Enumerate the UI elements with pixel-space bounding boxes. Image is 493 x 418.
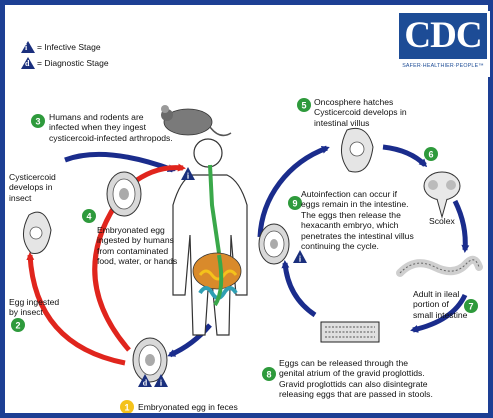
legend-infective-label: = Infective Stage (37, 42, 101, 52)
stage-7-number: 7 (468, 302, 473, 312)
stage-1-text: Embryonated egg in feces (138, 402, 238, 412)
proglottid-icon (321, 322, 379, 342)
legend-diagnostic: d = Diagnostic Stage (21, 57, 109, 69)
cysticercoid-icon (341, 128, 373, 172)
arrow-scolex-to-adult (455, 201, 465, 250)
stage-2-text: Egg ingested by insect (9, 297, 59, 318)
human-body-icon (173, 139, 247, 335)
egg-icon (107, 172, 141, 216)
arrow-proglottid-to-autoinfection (285, 263, 315, 315)
stage-9-text: Autoinfection can occur if eggs remain i… (301, 189, 414, 251)
stage-1-number: 1 (124, 403, 129, 413)
legend-infective: i = Infective Stage (21, 41, 101, 53)
cdc-logo: CDC SAFER·HEALTHIER·PEOPLE™ (396, 11, 490, 77)
stage-9-number: 9 (292, 199, 297, 209)
stage-7-text: Adult in ileal portion of small intestin… (413, 289, 467, 320)
stage-3-text: Humans and rodents are infected when the… (49, 112, 173, 143)
egg-icon (133, 338, 167, 382)
arrow-oncosphere-to-scolex (383, 147, 425, 165)
legend-diagnostic-label: = Diagnostic Stage (37, 58, 109, 68)
stage-4-text: Embryonated egg ingested by humans from … (97, 225, 177, 267)
egg-icon (259, 224, 289, 264)
stage-2-number: 2 (15, 321, 20, 331)
stage-8-number: 8 (266, 370, 271, 380)
stage-6-text: Scolex (429, 216, 455, 226)
cysticercoid-icon (23, 212, 51, 253)
diagnostic-stage-icon: d (21, 57, 35, 69)
stage-6-number: 6 (428, 150, 433, 160)
insect-cysticercoid-text: Cysticercoid develops in insect (9, 172, 56, 203)
stage-5-number: 5 (301, 101, 306, 111)
scolex-icon (424, 172, 460, 217)
stage-8-text: Eggs can be released through the genital… (279, 358, 433, 400)
arrow-rodent-to-human (65, 154, 173, 170)
stage-5-text: Oncosphere hatches Cysticercoid develops… (314, 97, 407, 128)
diagnostic-stage-letter: d (143, 379, 148, 388)
stage-4-number: 4 (86, 212, 91, 222)
cdc-logo-tagline: SAFER·HEALTHIER·PEOPLE™ (396, 63, 490, 69)
cdc-logo-mark: CDC (399, 13, 487, 59)
adult-worm-icon (400, 260, 479, 273)
stage-3-number: 3 (35, 117, 40, 127)
infective-stage-icon: i (21, 41, 35, 53)
